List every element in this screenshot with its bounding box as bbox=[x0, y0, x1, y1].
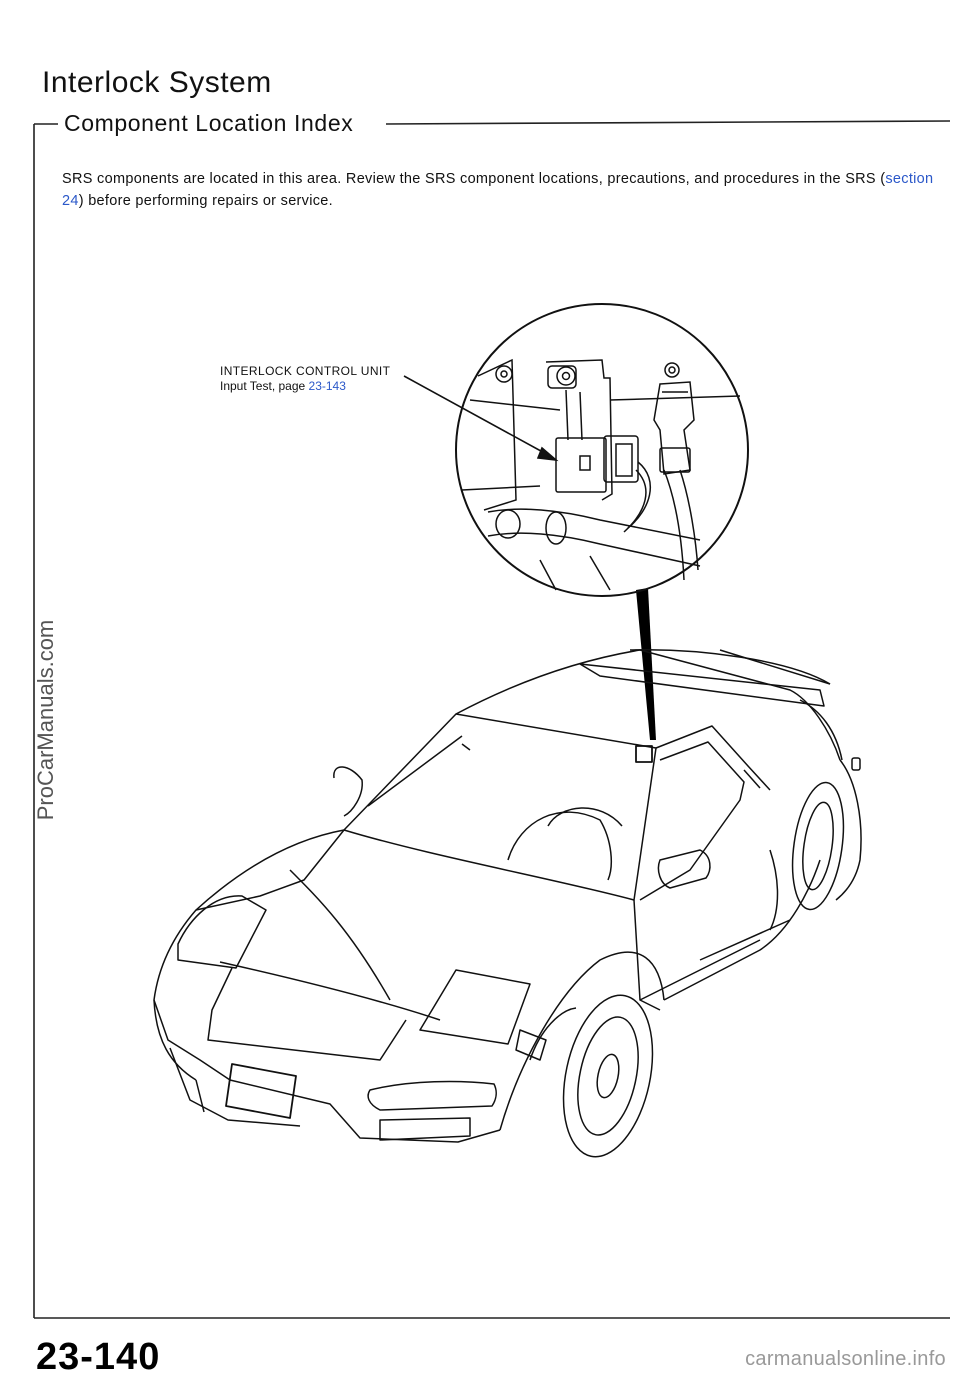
side-watermark: ProCarManuals.com bbox=[33, 619, 58, 821]
callout-sub-prefix: Input Test, page bbox=[220, 379, 309, 393]
input-test-link[interactable]: 23-143 bbox=[308, 379, 346, 393]
section-24-link[interactable]: section 24 bbox=[62, 171, 934, 209]
footer-watermark: carmanualsonline.info bbox=[745, 1348, 946, 1370]
car-drawing bbox=[153, 649, 862, 1158]
intro-paragraph: SRS components are located in this area.… bbox=[62, 168, 942, 212]
callout-label: INTERLOCK CONTROL UNIT bbox=[220, 364, 391, 378]
component-callout: INTERLOCK CONTROL UNIT Input Test, page … bbox=[220, 364, 390, 394]
section-subtitle: Component Location Index bbox=[64, 110, 354, 136]
zoom-pointer bbox=[636, 588, 656, 740]
intro-text-after: ) before performing repairs or service. bbox=[78, 193, 333, 209]
page-title: Interlock System bbox=[42, 66, 272, 99]
detail-circle bbox=[455, 303, 749, 597]
callout-reference: Input Test, page 23-143 bbox=[220, 379, 390, 394]
intro-text-before: SRS components are located in this area.… bbox=[62, 171, 886, 187]
page-frame bbox=[33, 120, 951, 1319]
callout-leader bbox=[403, 375, 559, 462]
page-number: 23-140 bbox=[36, 1336, 161, 1378]
